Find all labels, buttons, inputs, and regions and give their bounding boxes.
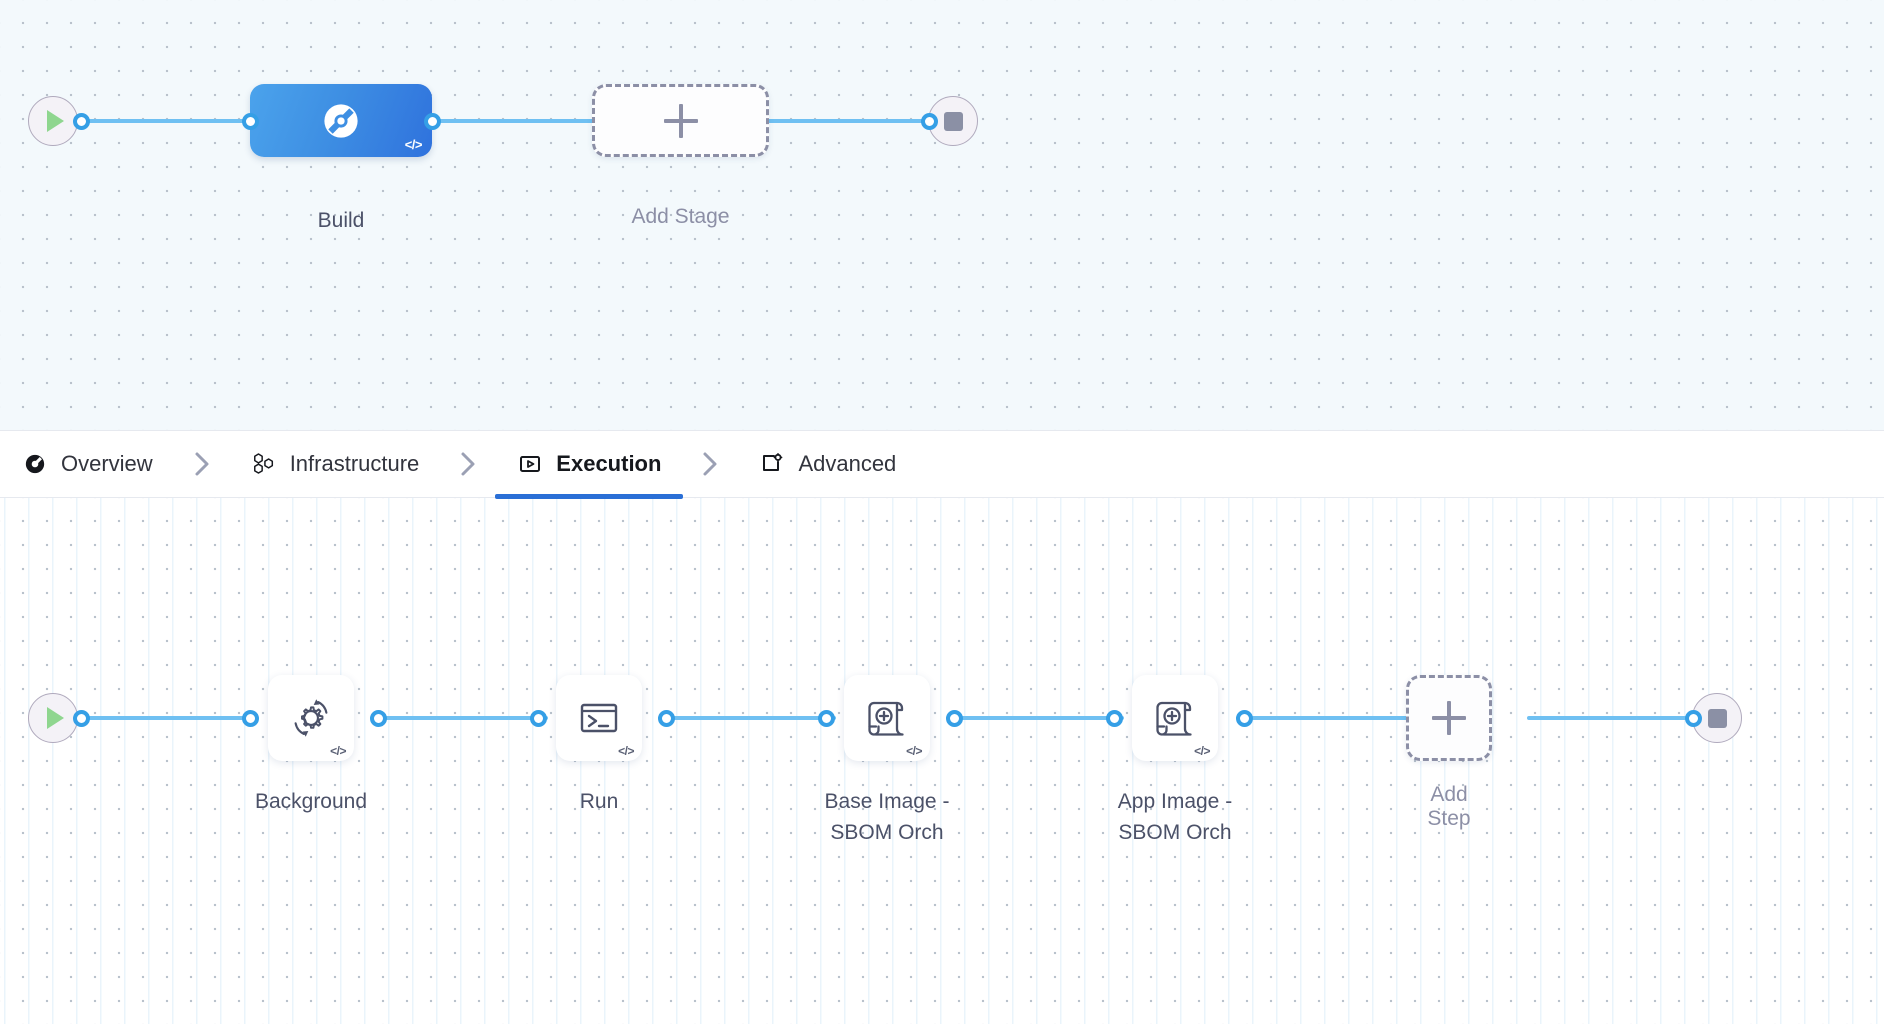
edge-appimage-to-addstep — [1236, 716, 1408, 720]
step-label-base-image-sbom-orch: Base Image - SBOM Orch — [824, 790, 950, 845]
chevron-right-icon — [175, 450, 229, 478]
scroll-plus-icon — [868, 701, 904, 736]
step-node-app-image-sbom-orch[interactable]: </> — [1132, 675, 1218, 761]
chevron-right-icon — [683, 450, 737, 478]
tab-infrastructure[interactable]: Infrastructure — [229, 430, 442, 498]
port-build-out[interactable] — [424, 113, 441, 130]
tab-label: Advanced — [798, 451, 897, 476]
add-stage-label: Add Stage — [631, 205, 730, 228]
edge-start-to-background — [78, 716, 256, 720]
harness-ci-icon — [324, 103, 358, 138]
edge-background-to-run — [370, 716, 548, 720]
step-node-run[interactable]: </> — [556, 675, 642, 761]
step-node-background[interactable]: </> — [268, 675, 354, 761]
stage-node-build[interactable]: </> — [250, 84, 432, 157]
port-base-image-out[interactable] — [946, 710, 963, 727]
tab-label: Infrastructure — [289, 451, 420, 476]
tab-label: Execution — [556, 451, 662, 476]
add-step-button[interactable] — [1406, 675, 1492, 761]
port-exec-end-in[interactable] — [1685, 710, 1702, 727]
plus-icon — [664, 104, 698, 138]
plus-icon — [1432, 701, 1466, 735]
port-app-image-in[interactable] — [1106, 710, 1123, 727]
pipeline-start-node[interactable] — [28, 96, 78, 146]
overview-pie-icon — [22, 451, 48, 477]
port-background-out[interactable] — [370, 710, 387, 727]
port-app-image-out[interactable] — [1236, 710, 1253, 727]
stage-label-build: Build — [317, 209, 365, 232]
execution-start-node[interactable] — [28, 693, 78, 743]
step-label-run: Run — [579, 790, 619, 813]
code-badge: </> — [618, 744, 634, 758]
scroll-plus-icon — [1156, 701, 1192, 736]
chevron-right-icon — [441, 450, 495, 478]
port-run-in[interactable] — [530, 710, 547, 727]
step-label-background: Background — [254, 790, 368, 813]
edge-build-to-addstage — [424, 119, 604, 123]
port-background-in[interactable] — [242, 710, 259, 727]
execution-steps-canvas[interactable]: </> Background </> Run — [0, 498, 1884, 1024]
gear-refresh-icon — [294, 699, 328, 737]
code-badge: </> — [906, 744, 922, 758]
code-badge: </> — [1194, 744, 1210, 758]
execution-play-box-icon — [517, 451, 543, 477]
port-run-out[interactable] — [658, 710, 675, 727]
tab-execution[interactable]: Execution — [495, 430, 684, 499]
code-badge: </> — [404, 137, 423, 152]
stage-canvas[interactable]: </> Build Add Stage — [0, 0, 1884, 430]
edge-run-to-baseimage — [658, 716, 836, 720]
add-step-label: Add Step — [1427, 783, 1471, 830]
add-stage-button[interactable] — [592, 84, 769, 157]
stop-square-icon — [943, 111, 963, 131]
port-end-in[interactable] — [921, 113, 938, 130]
hexagon-cluster-icon — [251, 451, 277, 477]
terminal-icon — [580, 703, 618, 733]
tab-advanced[interactable]: Advanced — [737, 430, 918, 498]
code-badge: </> — [330, 744, 346, 758]
step-node-base-image-sbom-orch[interactable]: </> — [844, 675, 930, 761]
port-start-out[interactable] — [73, 113, 90, 130]
port-build-in[interactable] — [242, 113, 259, 130]
tab-overview[interactable]: Overview — [0, 430, 175, 498]
stop-square-icon — [1707, 708, 1727, 728]
edge-addstep-to-end — [1527, 716, 1692, 720]
port-exec-start-out[interactable] — [73, 710, 90, 727]
play-icon — [47, 707, 64, 729]
stage-config-tabbar: Overview Infrastructure — [0, 430, 1884, 499]
advanced-gear-box-icon — [759, 451, 785, 477]
port-base-image-in[interactable] — [818, 710, 835, 727]
play-icon — [47, 110, 64, 132]
edge-addstage-to-end — [765, 119, 950, 123]
edge-start-to-build — [78, 119, 248, 123]
step-label-app-image-sbom-orch: App Image - SBOM Orch — [1117, 790, 1233, 845]
edge-baseimage-to-appimage — [946, 716, 1124, 720]
tab-label: Overview — [61, 451, 153, 476]
